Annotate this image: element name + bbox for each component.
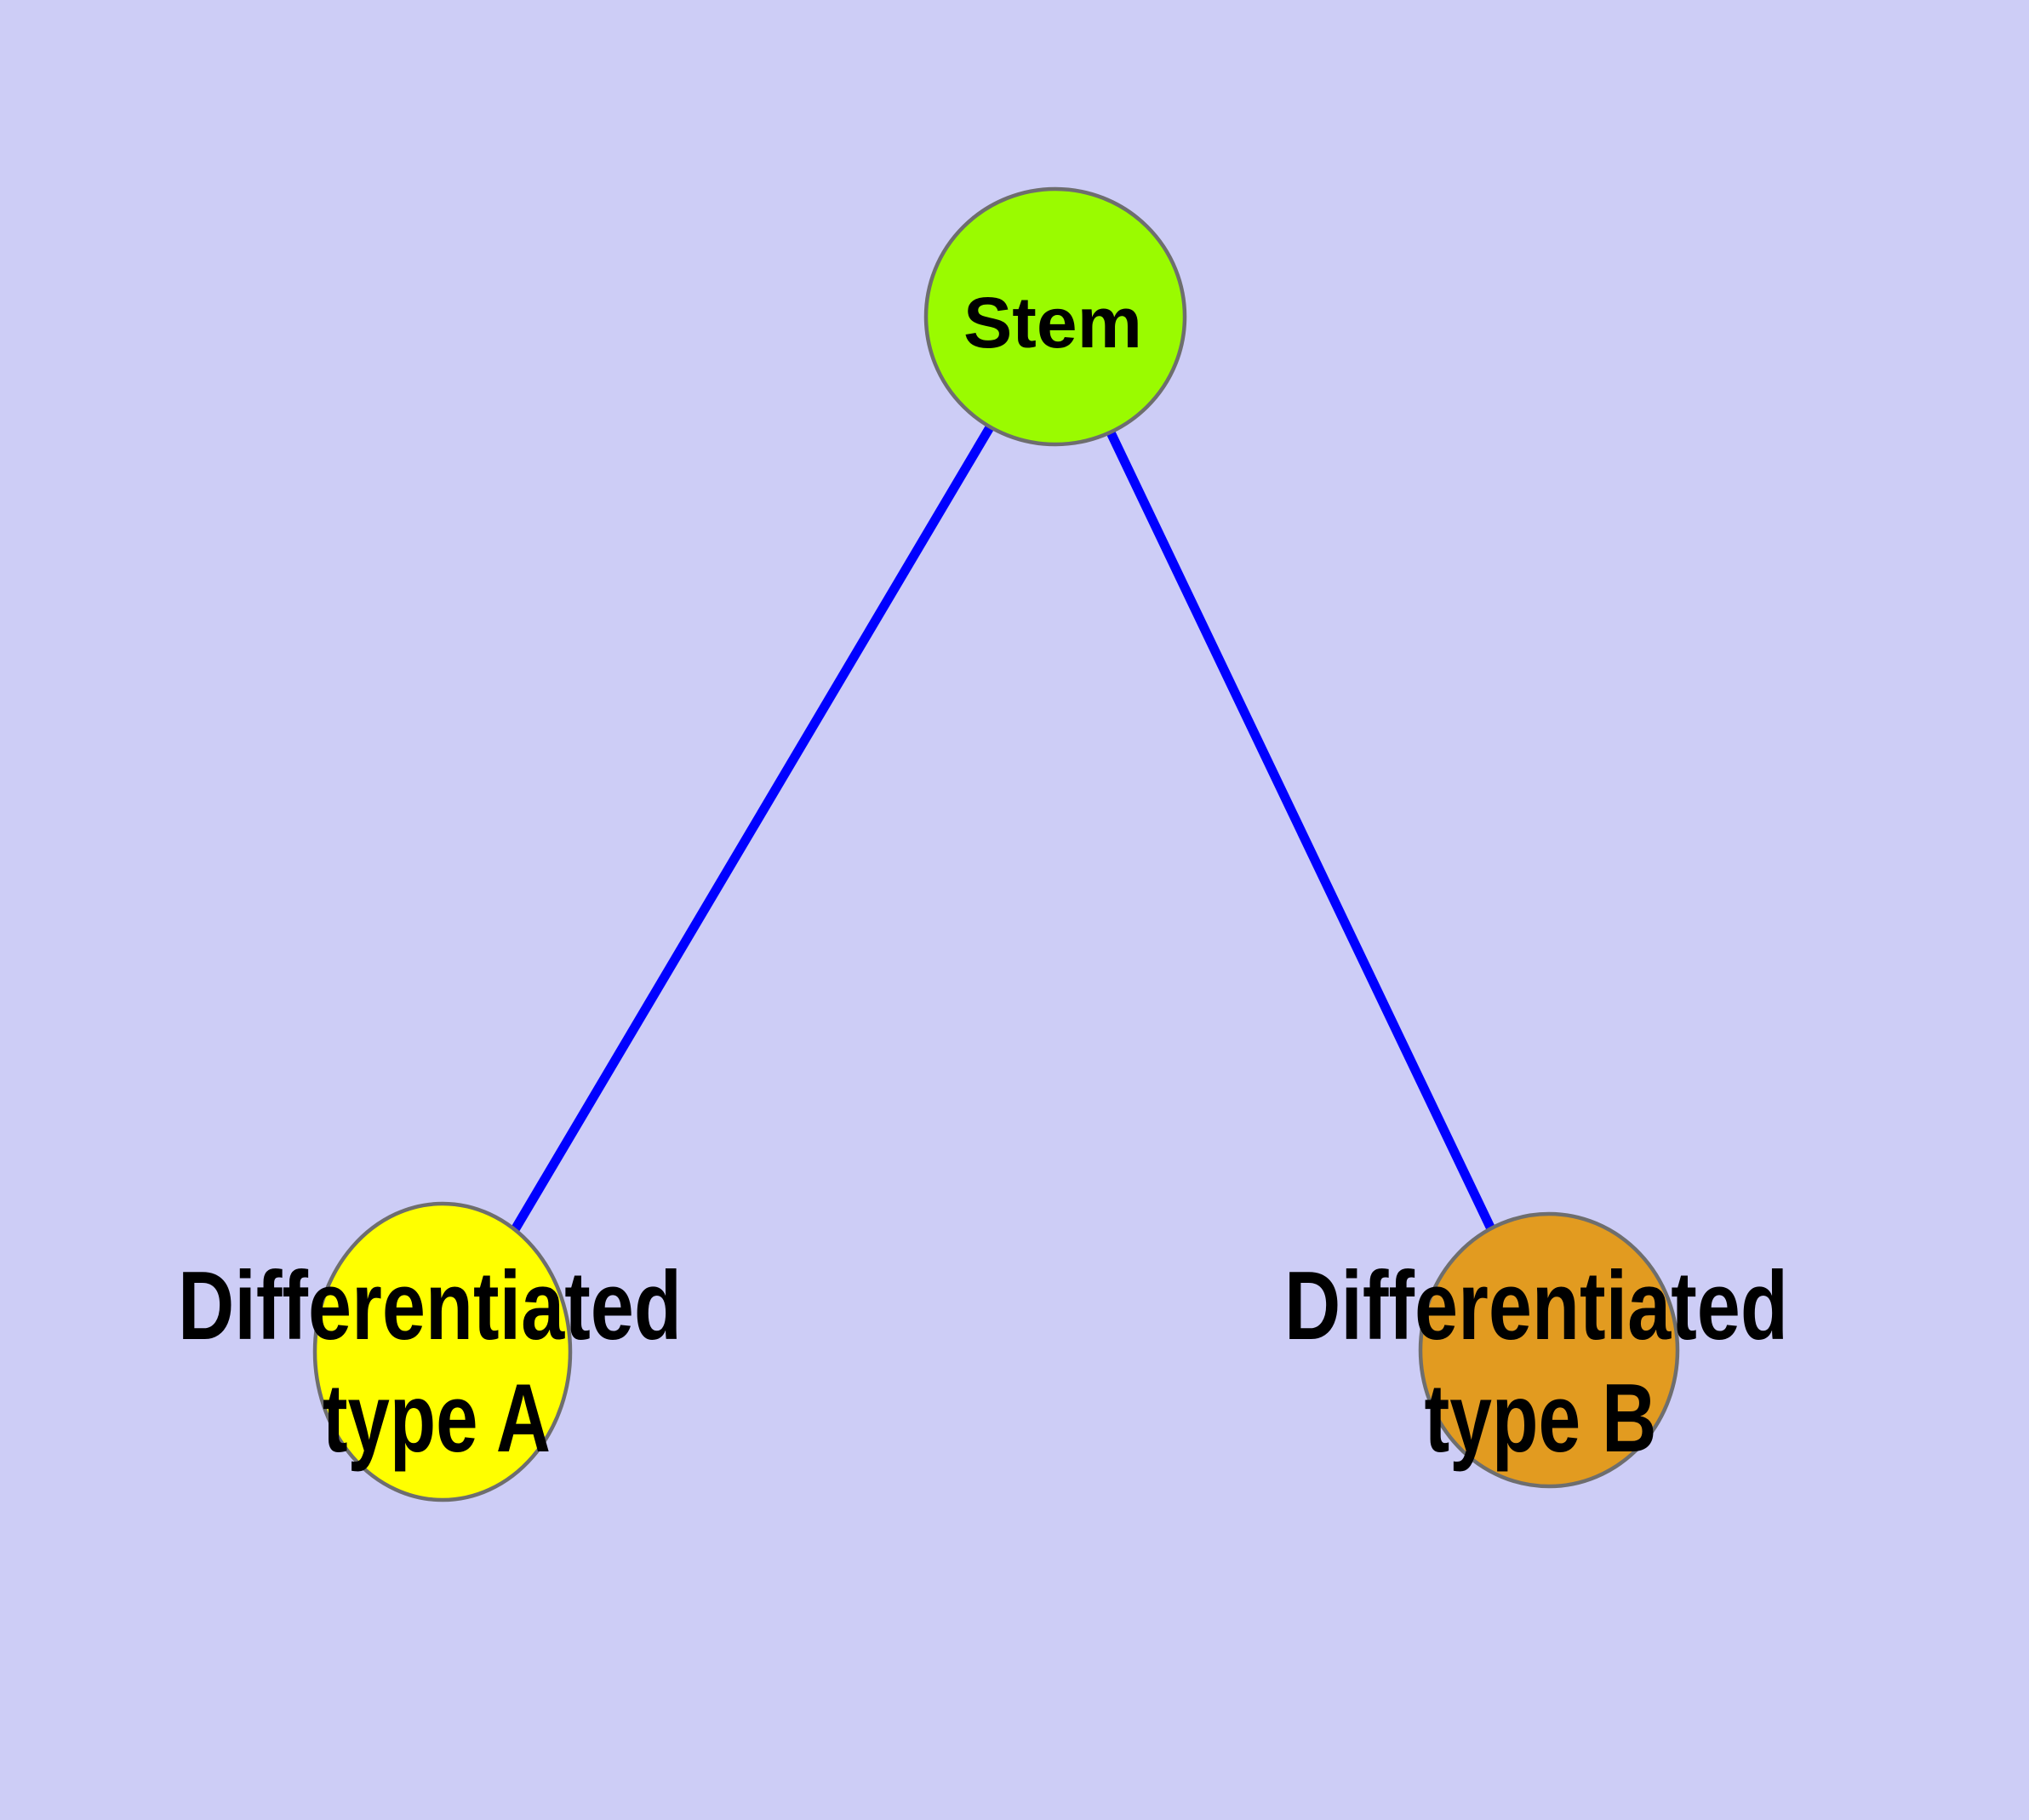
edge-stem-to-type-a	[438, 314, 1060, 1354]
node-label-type-b-line1: Differentiated	[1284, 1252, 1788, 1360]
node-label-type-a-line2: type A	[323, 1365, 551, 1473]
node-differentiated-type-b	[1418, 1211, 1680, 1489]
node-differentiated-type-a	[312, 1201, 573, 1502]
edge-stem-to-type-b	[1051, 314, 1553, 1353]
node-label-type-a-line1: Differentiated	[178, 1252, 682, 1360]
node-label-stem: Stem	[963, 283, 1142, 363]
node-stem	[923, 186, 1187, 447]
node-label-type-b-line2: type B	[1425, 1365, 1657, 1473]
